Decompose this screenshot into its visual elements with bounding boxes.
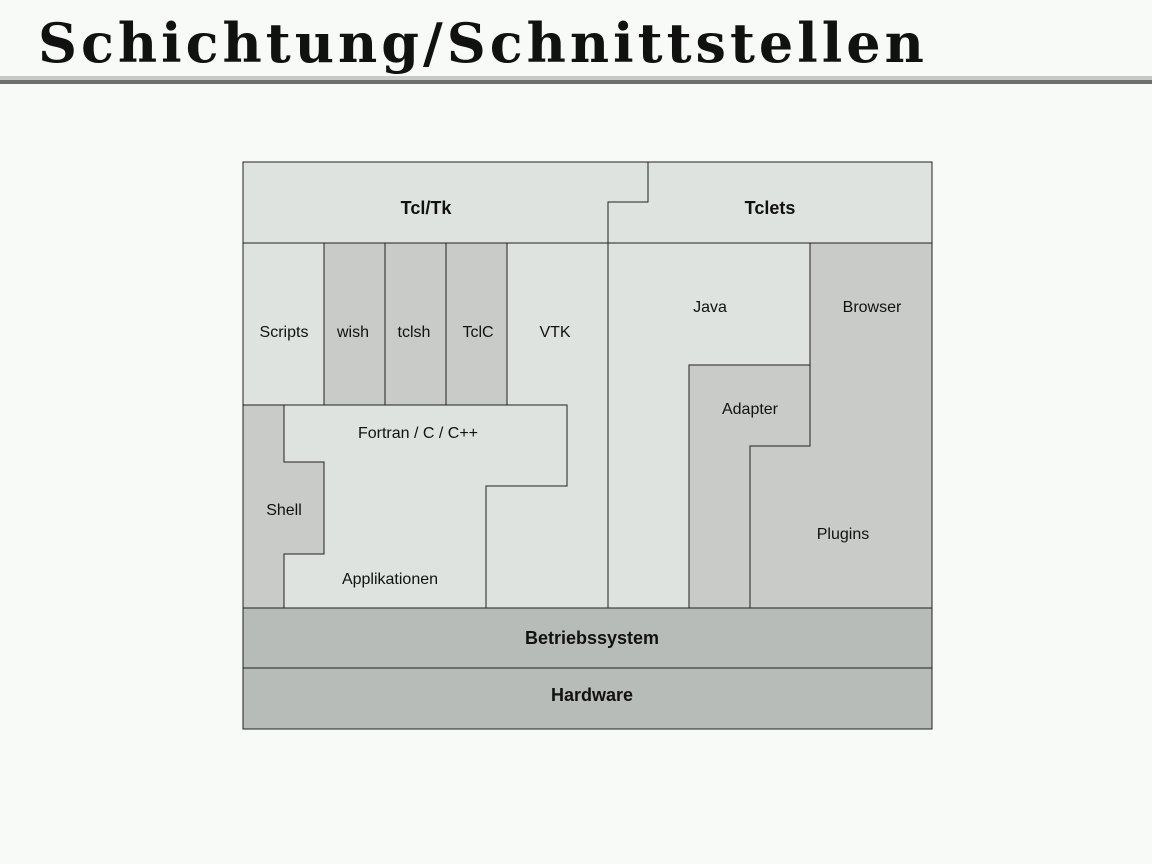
diagram-labels: Tcl/Tk Tclets Scripts wish tclsh TclC VT… [260,198,902,705]
label-tclets: Tclets [745,198,796,218]
label-hardware: Hardware [551,685,633,705]
label-betriebssystem: Betriebssystem [525,628,659,648]
diagram-shapes [242,161,933,730]
label-wish: wish [336,324,369,341]
label-browser: Browser [843,299,902,316]
label-vtk: VTK [539,324,570,341]
block-hardware [242,667,933,730]
title-rule-light [0,76,1152,80]
label-tclc: TclC [462,324,493,341]
label-applikationen: Applikationen [342,571,438,588]
label-scripts: Scripts [260,324,309,341]
label-plugins: Plugins [817,526,869,543]
label-adapter: Adapter [722,401,779,418]
label-java: Java [693,299,727,316]
slide-title: Schichtung/Schnittstellen [38,11,928,75]
label-tcltk: Tcl/Tk [401,198,453,218]
label-tclsh: tclsh [398,324,431,341]
label-fortran: Fortran / C / C++ [358,425,478,442]
label-shell: Shell [266,502,302,519]
title-rule-dark [0,80,1152,84]
block-betriebssystem [242,607,933,669]
